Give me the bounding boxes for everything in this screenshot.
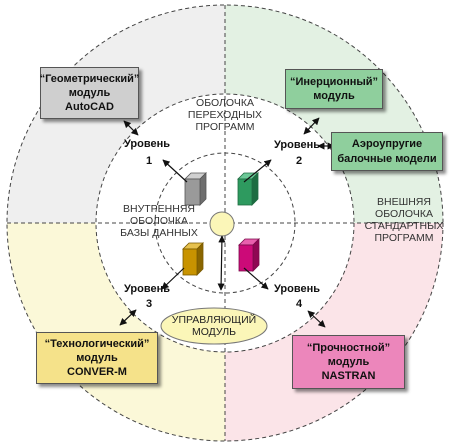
level-4-number: 4: [296, 298, 303, 310]
level-1-label: Уровень: [124, 138, 171, 150]
technological-module-box: “Технологический” модуль CONVER-M: [36, 332, 158, 384]
aeroelastic-models-box: Аэроупругие балочные модели: [331, 132, 443, 171]
arrow-level4-strength: [307, 310, 326, 328]
transitional-shell-label: ОБОЛОЧКА ПЕРЕХОДНЫХ ПРОГРАММ: [187, 97, 263, 134]
level-3-number: 3: [146, 298, 153, 310]
cube-magenta: [238, 238, 260, 272]
inner-shell-label: ВНУТРЕННЯЯ ОБОЛОЧКА БАЗЫ ДАННЫХ: [120, 203, 198, 240]
geometric-module-software: AutoCAD: [65, 101, 114, 114]
arrow-level1-geometric: [123, 120, 139, 136]
cube-gold: [182, 242, 204, 276]
arrow-center-level-3: [161, 267, 185, 290]
inertial-module-title: “Инерционный”: [289, 75, 379, 88]
inertial-module-box: “Инерционный” модуль: [285, 69, 383, 109]
cube-green: [237, 172, 259, 206]
outer-ring: [6, 4, 444, 442]
geometric-module-box: “Геометрический” модуль AutoCAD: [40, 67, 139, 119]
inertial-module-word: модуль: [313, 90, 355, 102]
cube-gray: [184, 172, 207, 206]
geometric-module-word: модуль: [68, 86, 111, 99]
arrow-center-up: [217, 235, 226, 291]
level-2-label: Уровень: [274, 139, 321, 151]
level-1-number: 1: [146, 155, 153, 167]
center-core: [209, 211, 235, 237]
control-module-oval: [160, 307, 268, 345]
strength-module-title: “Прочностной”: [306, 341, 391, 354]
control-module-label: УПРАВЛЯЮЩИЙ МОДУЛЬ: [171, 314, 257, 339]
arrow-level2-inertial: [303, 117, 320, 135]
geometric-module-title: “Геометрический”: [39, 72, 140, 85]
level-2-number: 2: [296, 155, 303, 167]
technological-module-title: “Технологический”: [44, 337, 150, 350]
strength-module-word: модуль: [327, 355, 370, 368]
level-4-label: Уровень: [274, 283, 321, 295]
aeroelastic-subtitle: балочные модели: [337, 152, 437, 165]
technological-module-word: модуль: [76, 351, 118, 364]
arrow-level3-technological: [119, 309, 137, 326]
aeroelastic-title: Аэроупругие: [351, 138, 423, 151]
strength-module-software: NASTRAN: [321, 370, 376, 383]
arrow-center-level-4: [243, 267, 269, 290]
external-shell-label: ВНЕШНЯЯ ОБОЛОЧКА СТАНДАРТНЫХ ПРОГРАММ: [364, 196, 444, 245]
arrow-center-level-1: [162, 159, 188, 183]
level-3-label: Уровень: [124, 283, 171, 295]
arrow-center-level-2: [243, 159, 272, 183]
strength-module-box: “Прочностной” модуль NASTRAN: [292, 335, 405, 389]
technological-module-software: CONVER-M: [67, 366, 127, 379]
